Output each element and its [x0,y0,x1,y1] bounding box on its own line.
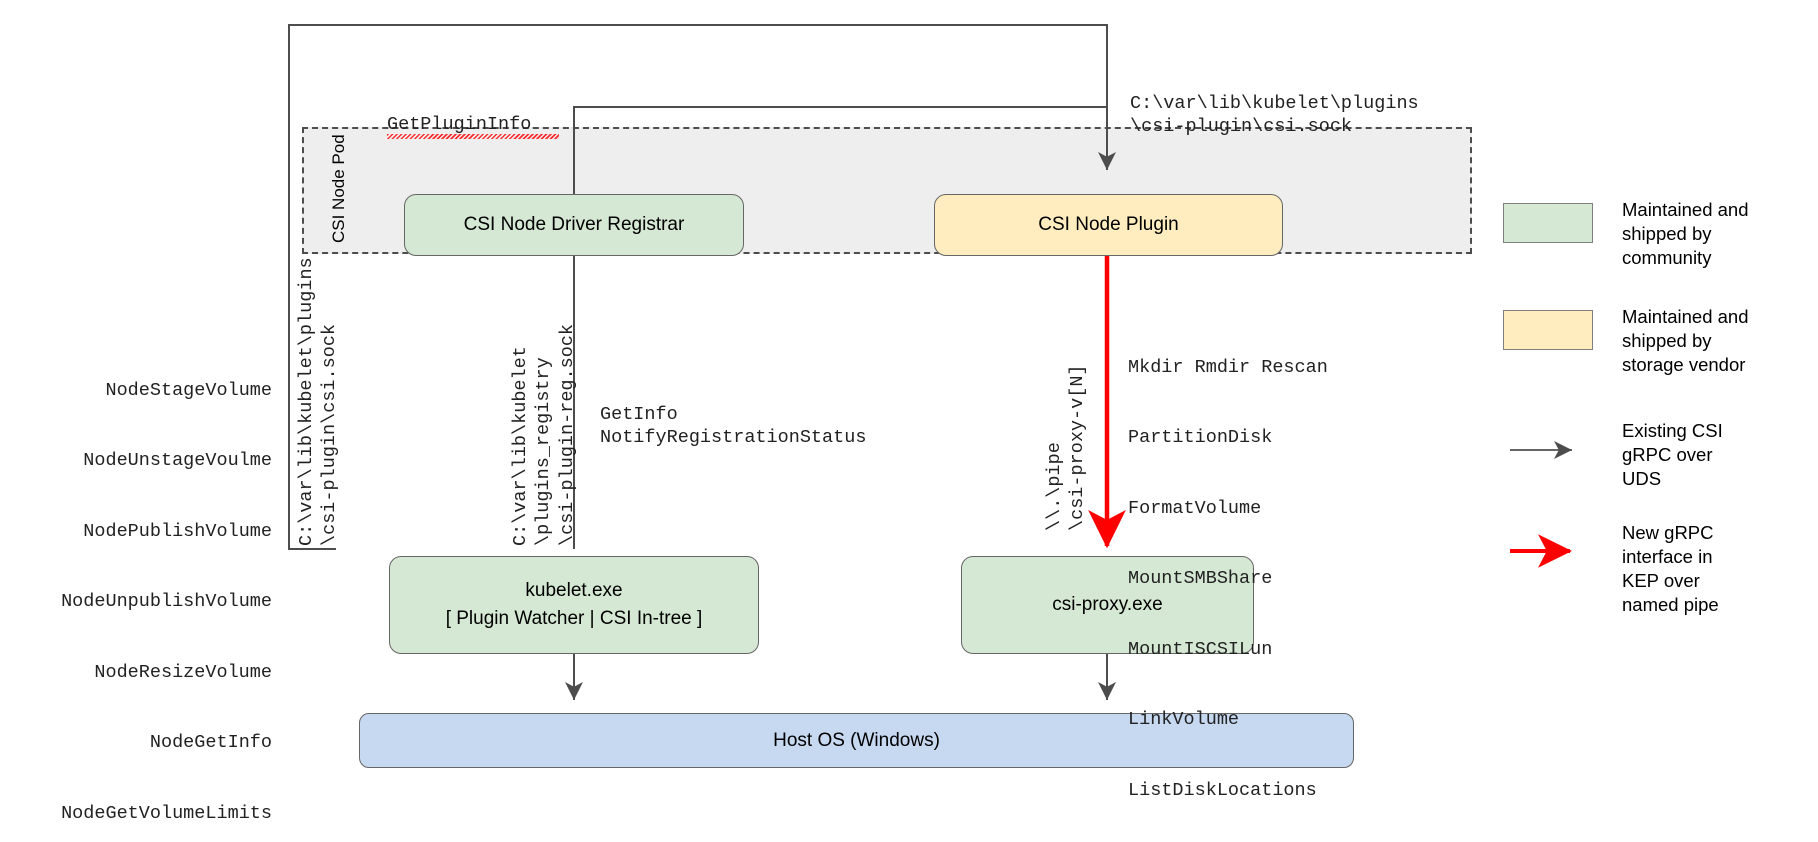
node-csi-proxy-exe-label: csi-proxy.exe [1052,594,1163,616]
node-host-os[interactable]: Host OS (Windows) [359,713,1354,768]
proxy-api-call-item: MountSMBShare [1128,568,1273,590]
node-kubelet-exe[interactable]: kubelet.exe [ Plugin Watcher | CSI In-tr… [389,556,759,654]
legend-label-existing-grpc-uds: Existing CSI gRPC over UDS [1622,420,1723,490]
label-node-service-calls: NodeStageVolume NodeUnstageVoulme NodePu… [0,332,272,842]
proxy-api-call-item: FormatVolume [1128,497,1262,519]
node-service-call-item: NodePublishVolume [83,520,272,542]
proxy-api-call-item: LinkVolume [1128,709,1240,731]
node-service-call-item: NodeUnpublishVolume [61,591,272,613]
spellcheck-squiggle [387,134,559,139]
label-named-pipe-path: \\.\pipe \csi-proxy-v[N] [1044,364,1089,531]
node-kubelet-exe-line2: [ Plugin Watcher | CSI In-tree ] [445,608,703,629]
proxy-api-call-item: MountISCSILun [1128,638,1273,660]
legend-label-new-grpc-named-pipe: New gRPC interface in KEP over named pip… [1622,522,1719,616]
node-csi-node-plugin-label: CSI Node Plugin [1038,214,1179,236]
legend-swatch-storage-vendor [1503,310,1593,350]
label-proxy-api-calls: Mkdir Rmdir Rescan PartitionDisk FormatV… [1128,309,1328,842]
node-service-call-item: NodeGetInfo [149,732,272,754]
label-plugin-socket-path: C:\var\lib\kubelet\plugins \csi-plugin\c… [1130,93,1419,138]
label-registration-calls: GetInfo NotifyRegistrationStatus [600,404,867,449]
node-service-call-item: NodeStageVolume [105,379,272,401]
node-csi-node-plugin[interactable]: CSI Node Plugin [934,194,1283,256]
proxy-api-call-item: PartitionDisk [1128,427,1273,449]
node-host-os-label: Host OS (Windows) [773,729,940,751]
label-plugins-registry-sock-path: C:\var\lib\kubelet \plugins_registry \cs… [510,323,578,546]
label-kubelet-csi-sock-path: C:\var\lib\kubelet\plugins \csi-plugin\c… [296,257,341,546]
label-get-plugin-info: GetPluginInfo [387,114,532,135]
node-kubelet-exe-line1: kubelet.exe [525,580,623,602]
legend-label-community: Maintained and shipped by community [1622,199,1749,269]
legend-swatch-community [1503,203,1593,243]
node-service-call-item: NodeGetVolumeLimits [61,802,272,824]
node-csi-proxy-exe[interactable]: csi-proxy.exe [961,556,1254,654]
legend-label-storage-vendor: Maintained and shipped by storage vendor [1622,306,1749,376]
node-service-call-item: NodeResizeVolume [94,661,272,683]
node-csi-node-driver-registrar[interactable]: CSI Node Driver Registrar [404,194,744,256]
proxy-api-call-item: ListDiskLocations [1128,779,1317,801]
csi-node-pod-label: CSI Node Pod [329,134,348,243]
node-csi-node-driver-registrar-label: CSI Node Driver Registrar [463,214,685,236]
node-service-call-item: NodeUnstageVoulme [83,450,272,472]
edge-kubelet-to-node-plugin [288,24,1116,550]
proxy-api-call-item: Mkdir Rmdir Rescan [1128,356,1328,378]
